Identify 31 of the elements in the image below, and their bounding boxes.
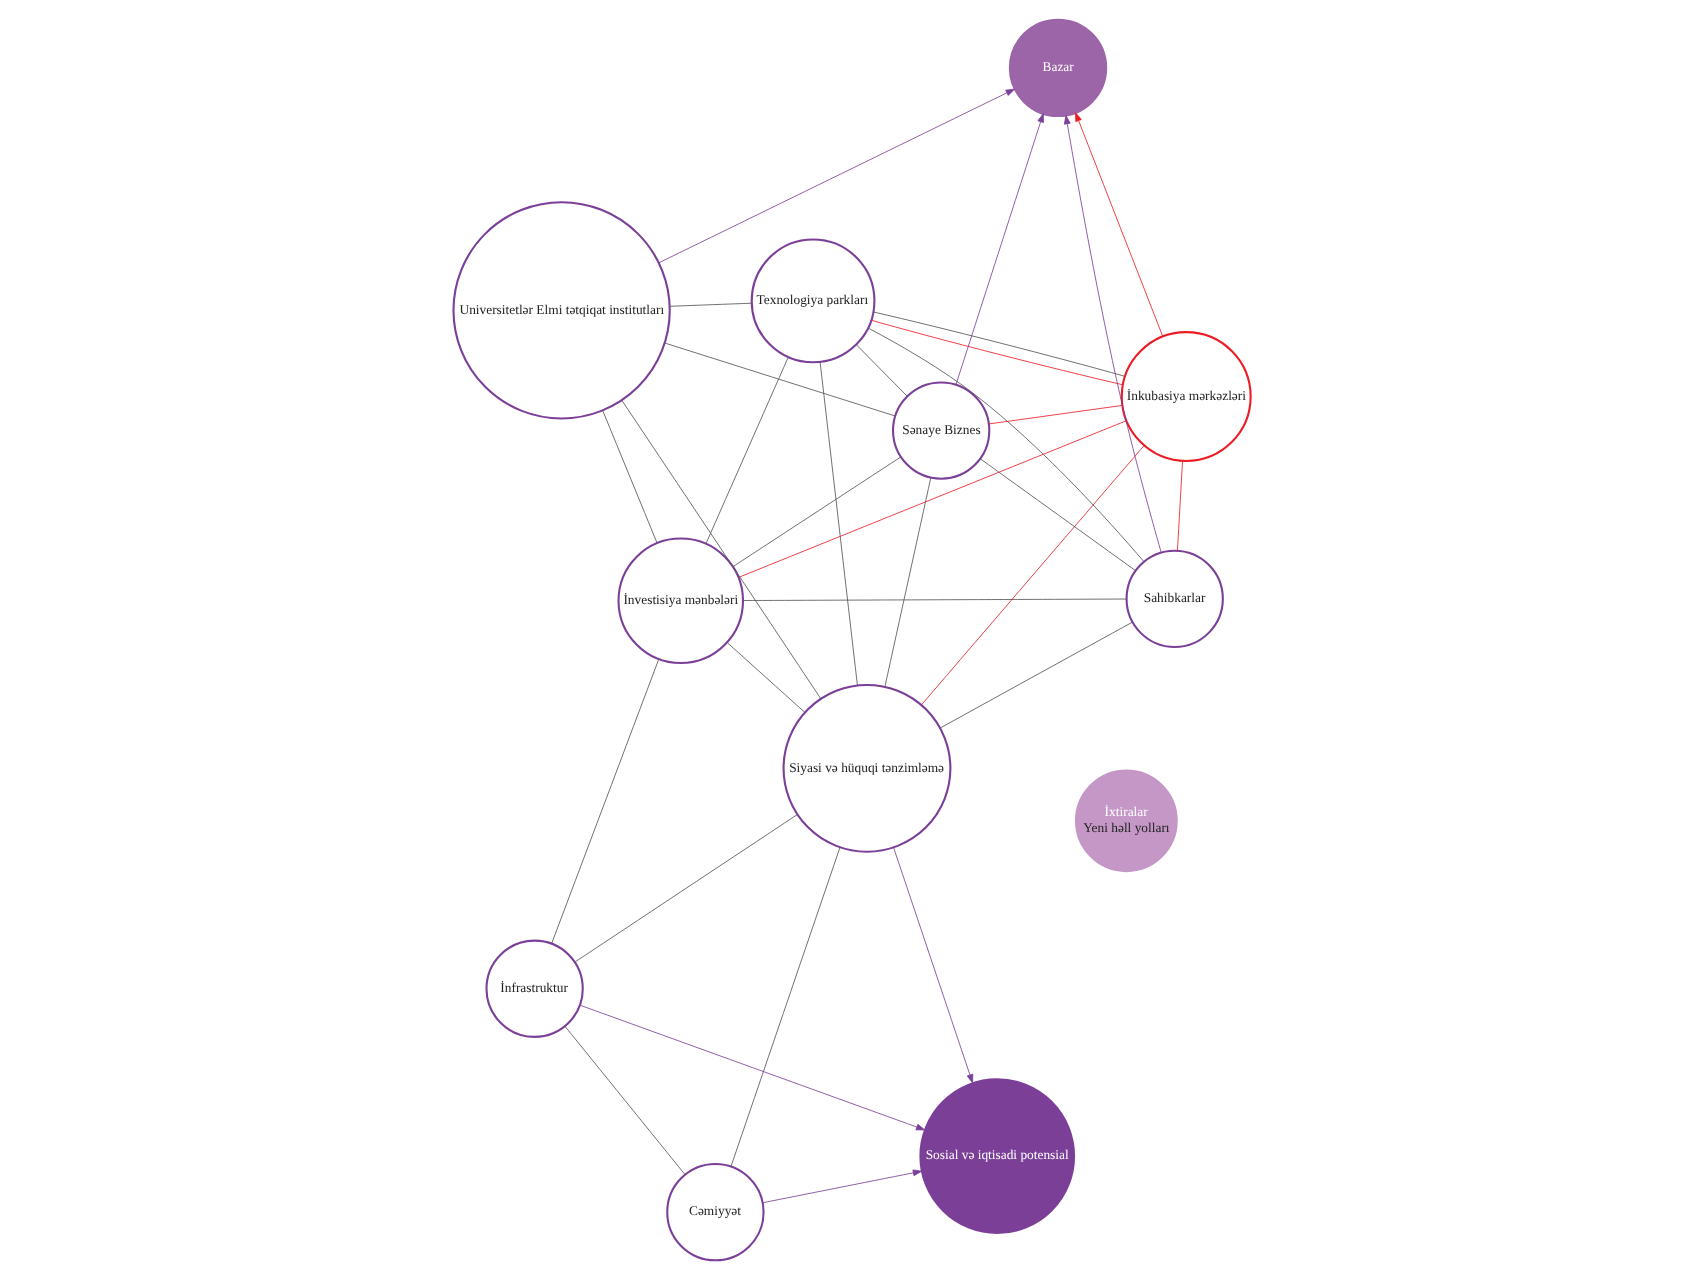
connector — [1176, 460, 1182, 551]
connector — [978, 458, 1135, 571]
connector — [883, 477, 931, 688]
arrow — [1063, 115, 1161, 553]
connector — [855, 344, 907, 397]
connector — [741, 598, 1126, 601]
connector — [668, 302, 752, 307]
connector — [920, 445, 1144, 706]
connector — [729, 847, 840, 1167]
arrow — [761, 1169, 922, 1204]
arrow — [578, 1004, 925, 1131]
connector — [601, 410, 657, 544]
connector — [725, 642, 805, 713]
connector — [737, 420, 1126, 578]
connector — [987, 405, 1122, 425]
connector — [563, 1026, 685, 1176]
connector — [550, 658, 659, 944]
connector — [818, 361, 857, 686]
arrow — [1074, 112, 1163, 337]
connector — [870, 319, 1123, 386]
arrow — [954, 113, 1043, 386]
connector — [573, 814, 797, 963]
connector — [704, 356, 788, 545]
arrow — [657, 88, 1014, 264]
connector — [938, 621, 1132, 729]
connector — [731, 456, 901, 567]
connector — [872, 311, 1125, 377]
arrow — [892, 847, 973, 1084]
connector — [866, 327, 1144, 563]
connector — [663, 342, 895, 417]
connector — [620, 400, 821, 700]
